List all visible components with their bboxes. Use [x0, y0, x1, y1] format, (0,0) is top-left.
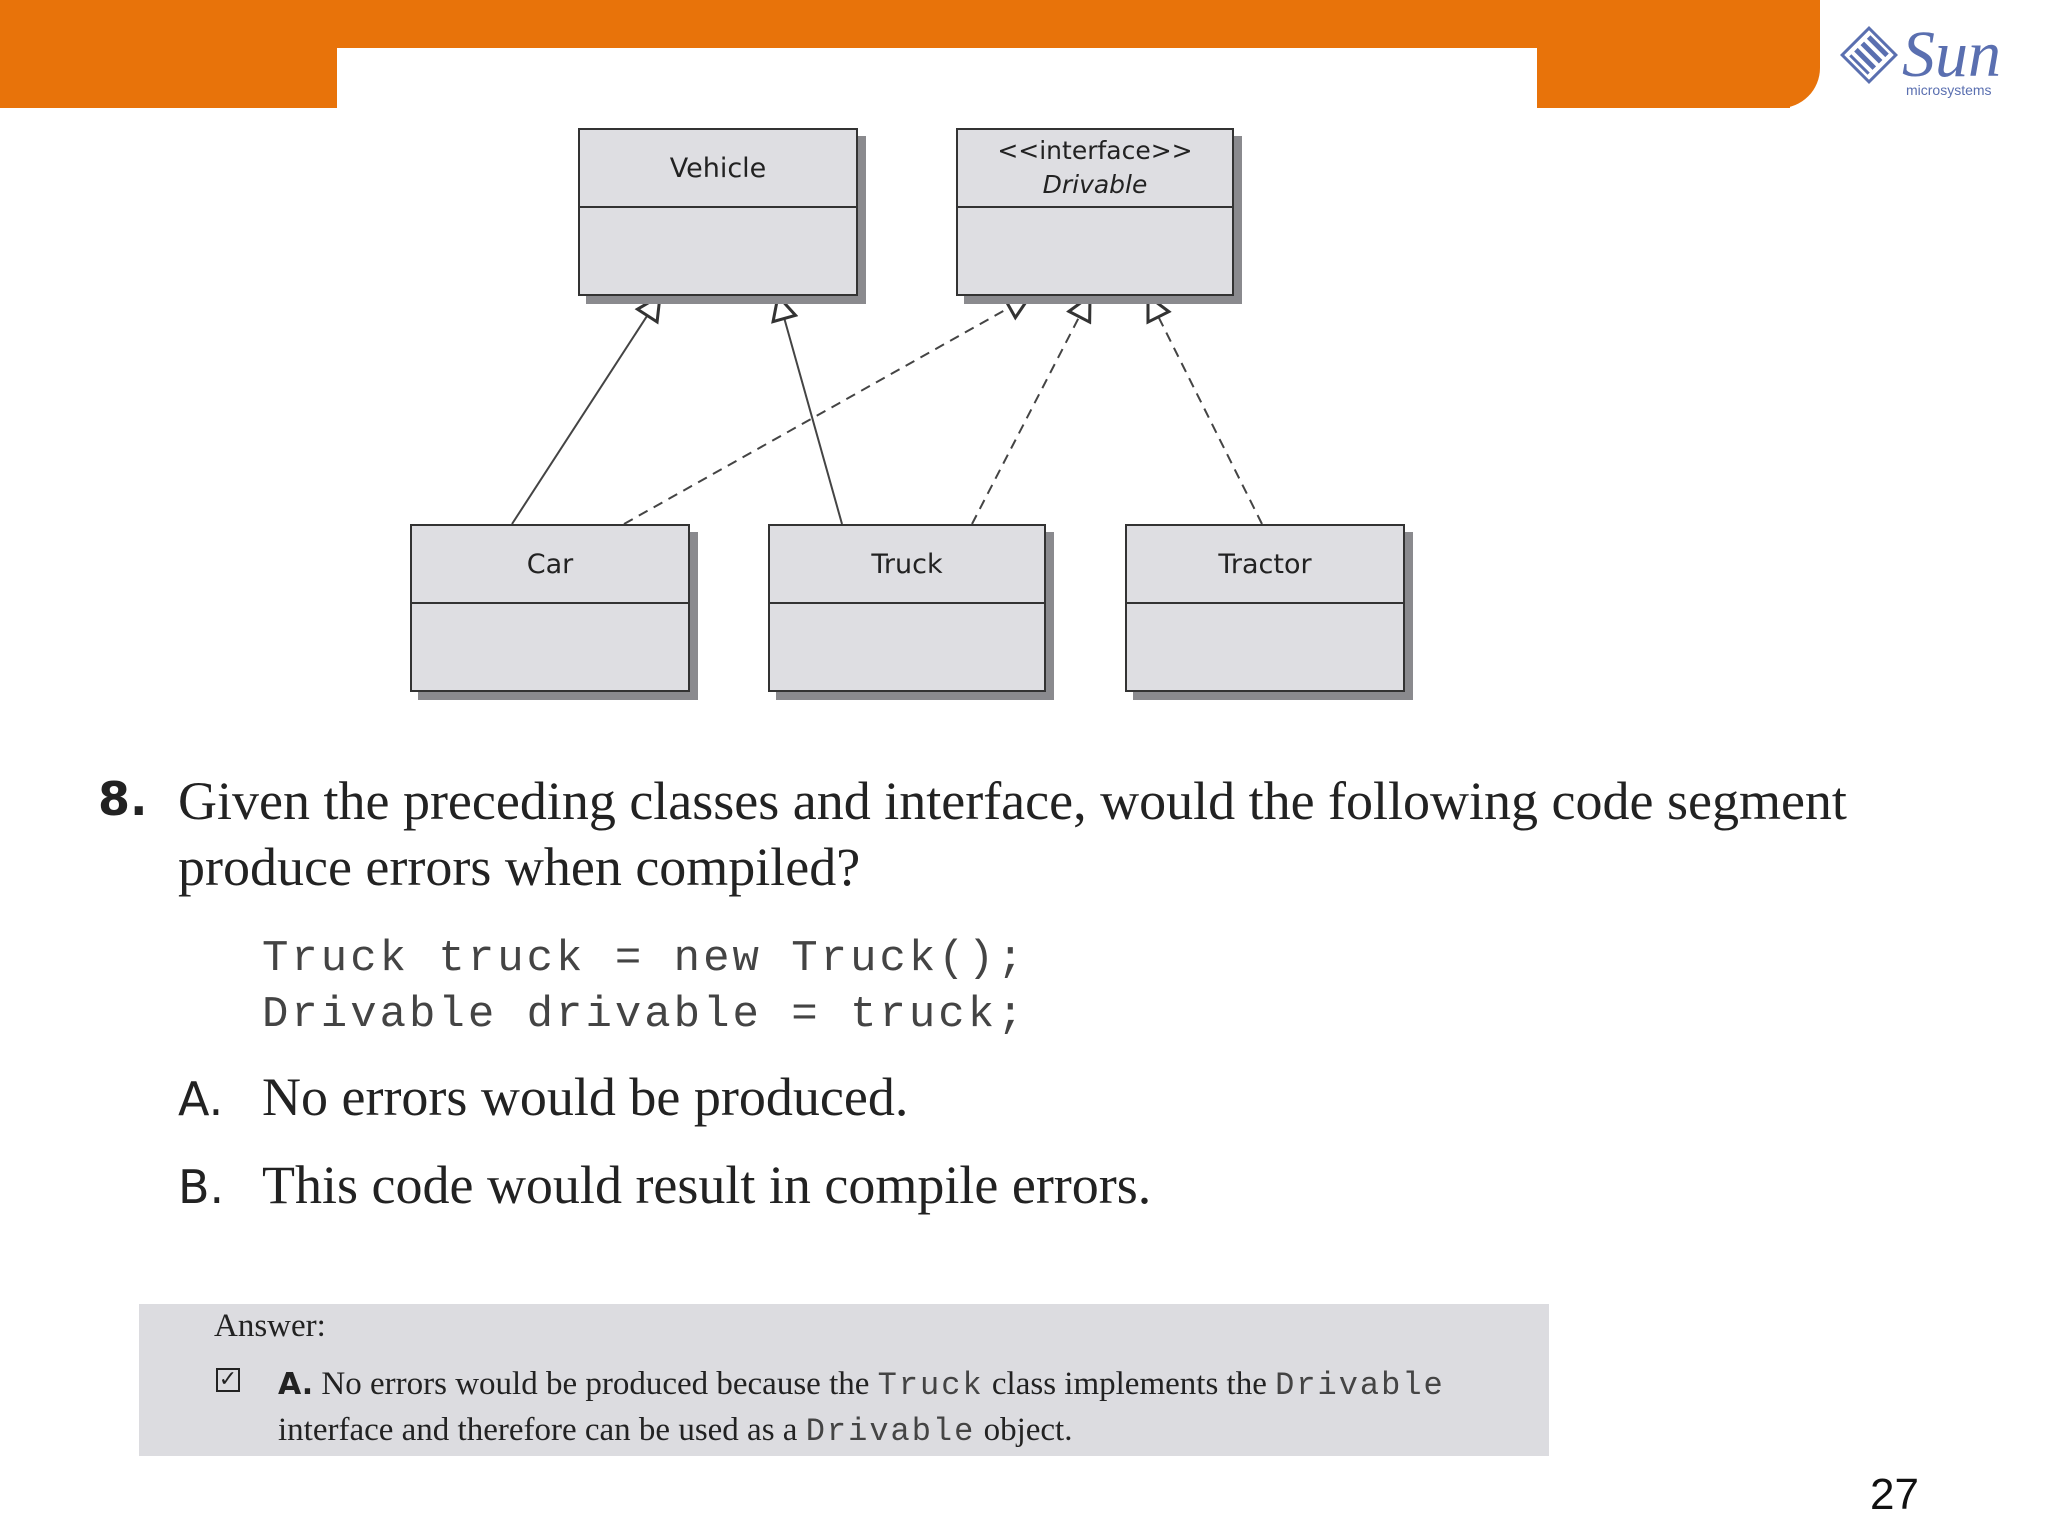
uml-class-vehicle: Vehicle	[578, 128, 858, 296]
uml-interface-name: Drivable	[1042, 170, 1148, 199]
answer-code-drivable-2: Drivable	[805, 1413, 976, 1450]
question-number: 8.	[98, 772, 148, 826]
uml-class-tractor-name: Tractor	[1218, 548, 1312, 580]
uml-connectors	[511, 0, 1263, 525]
uml-class-vehicle-header: Vehicle	[580, 130, 856, 208]
uml-class-car-name: Car	[526, 548, 574, 580]
option-b-text: This code would result in compile errors…	[262, 1155, 1152, 1215]
question-text: Given the preceding classes and interfac…	[178, 771, 1847, 897]
uml-class-tractor-header: Tractor	[1127, 526, 1403, 604]
uml-class-vehicle-name: Vehicle	[669, 152, 767, 184]
header-white-strip	[337, 48, 1537, 108]
truck-extends-vehicle	[778, 296, 843, 525]
uml-interface-drivable-header: <<interface>> Drivable	[958, 130, 1232, 208]
header-band-curve	[1760, 0, 1820, 108]
code-line-1: Truck truck = new Truck();	[262, 934, 1027, 984]
answer-text: A. No errors would be produced because t…	[278, 1362, 1518, 1454]
answer-lead: A.	[278, 1367, 314, 1402]
answer-code-truck: Truck	[877, 1367, 984, 1404]
uml-class-car: Car	[410, 524, 690, 692]
logo-word: Sun	[1902, 18, 2001, 91]
page-number: 27	[1870, 1470, 1919, 1519]
answer-part-2: class implements the	[983, 1366, 1276, 1402]
code-line-2: Drivable drivable = truck;	[262, 990, 1027, 1040]
uml-class-truck: Truck	[768, 524, 1046, 692]
car-extends-vehicle	[511, 296, 660, 525]
uml-class-truck-header: Truck	[770, 526, 1044, 604]
truck-implements-drivable	[971, 296, 1090, 525]
option-b-letter: B.	[178, 1160, 225, 1214]
uml-class-car-header: Car	[412, 526, 688, 604]
logo-subtitle: microsystems	[1906, 82, 1992, 98]
answer-part-1: No errors would be produced because the	[313, 1366, 878, 1402]
answer-part-3: interface and therefore can be used as a	[278, 1412, 806, 1448]
option-a-letter: A.	[178, 1072, 224, 1126]
option-a-text: No errors would be produced.	[262, 1067, 909, 1127]
answer-label: Answer:	[214, 1308, 326, 1344]
car-implements-drivable	[623, 296, 1030, 525]
uml-interface-stereotype: <<interface>>	[997, 136, 1193, 165]
uml-class-truck-name: Truck	[871, 548, 943, 580]
sun-logo: Sun microsystems	[1838, 18, 2018, 108]
tractor-implements-drivable	[1148, 296, 1263, 525]
answer-box	[139, 1304, 1549, 1456]
checked-checkbox-icon: ✓	[216, 1368, 240, 1392]
sun-diamond-icon	[1840, 26, 1898, 84]
uml-class-tractor: Tractor	[1125, 524, 1405, 692]
uml-interface-drivable: <<interface>> Drivable	[956, 128, 1234, 296]
answer-part-4: object.	[975, 1412, 1073, 1448]
answer-code-drivable-1: Drivable	[1275, 1367, 1445, 1404]
